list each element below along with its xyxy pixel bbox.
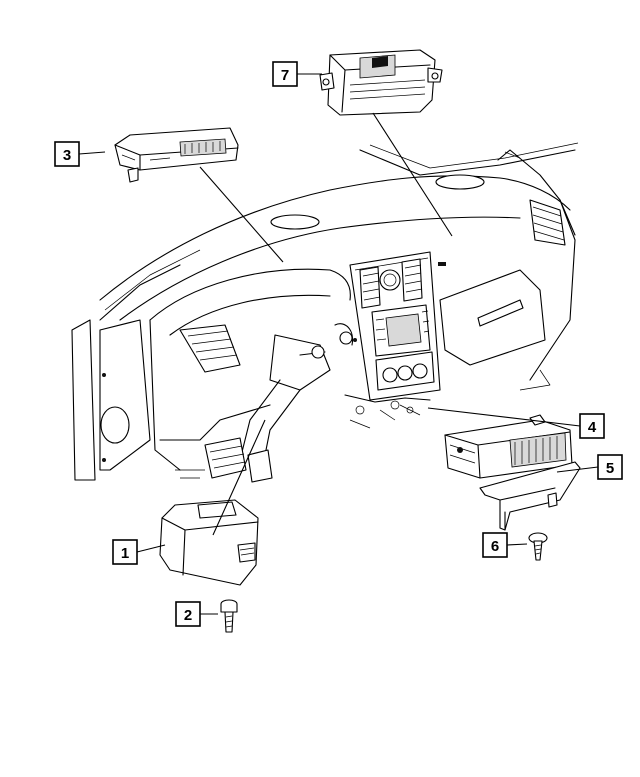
callout-3-label: 3	[63, 147, 71, 164]
module-1-illustration	[159, 499, 259, 586]
callout-4-label: 4	[588, 419, 597, 436]
callout-1: 1	[112, 539, 138, 565]
leader-5	[556, 466, 599, 473]
callout-2-label: 2	[184, 607, 192, 624]
callout-5: 5	[597, 454, 623, 480]
callout-5-label: 5	[606, 460, 614, 477]
callout-2: 2	[175, 601, 201, 627]
leader-6	[506, 543, 528, 546]
callout-6: 6	[482, 532, 508, 558]
leader-lines	[78, 73, 599, 615]
callout-3: 3	[54, 141, 80, 167]
screw-6-illustration	[528, 532, 548, 561]
callout-1-label: 1	[121, 545, 129, 562]
leader-3	[78, 151, 106, 155]
leader-4	[427, 407, 581, 427]
module-3-illustration	[114, 127, 239, 183]
instrument-panel-illustration	[71, 142, 579, 483]
callout-7-label: 7	[281, 67, 289, 84]
bracket-5-illustration	[479, 461, 581, 531]
callout-4: 4	[579, 413, 605, 439]
leader-1-dash	[212, 419, 266, 536]
leader-3-dash	[199, 166, 284, 263]
callout-6-label: 6	[491, 538, 499, 555]
module-7-illustration	[319, 49, 443, 116]
callout-7: 7	[272, 61, 298, 87]
bolt-2-illustration	[220, 599, 238, 633]
leader-1	[136, 544, 166, 553]
leader-7-dash	[372, 112, 453, 237]
